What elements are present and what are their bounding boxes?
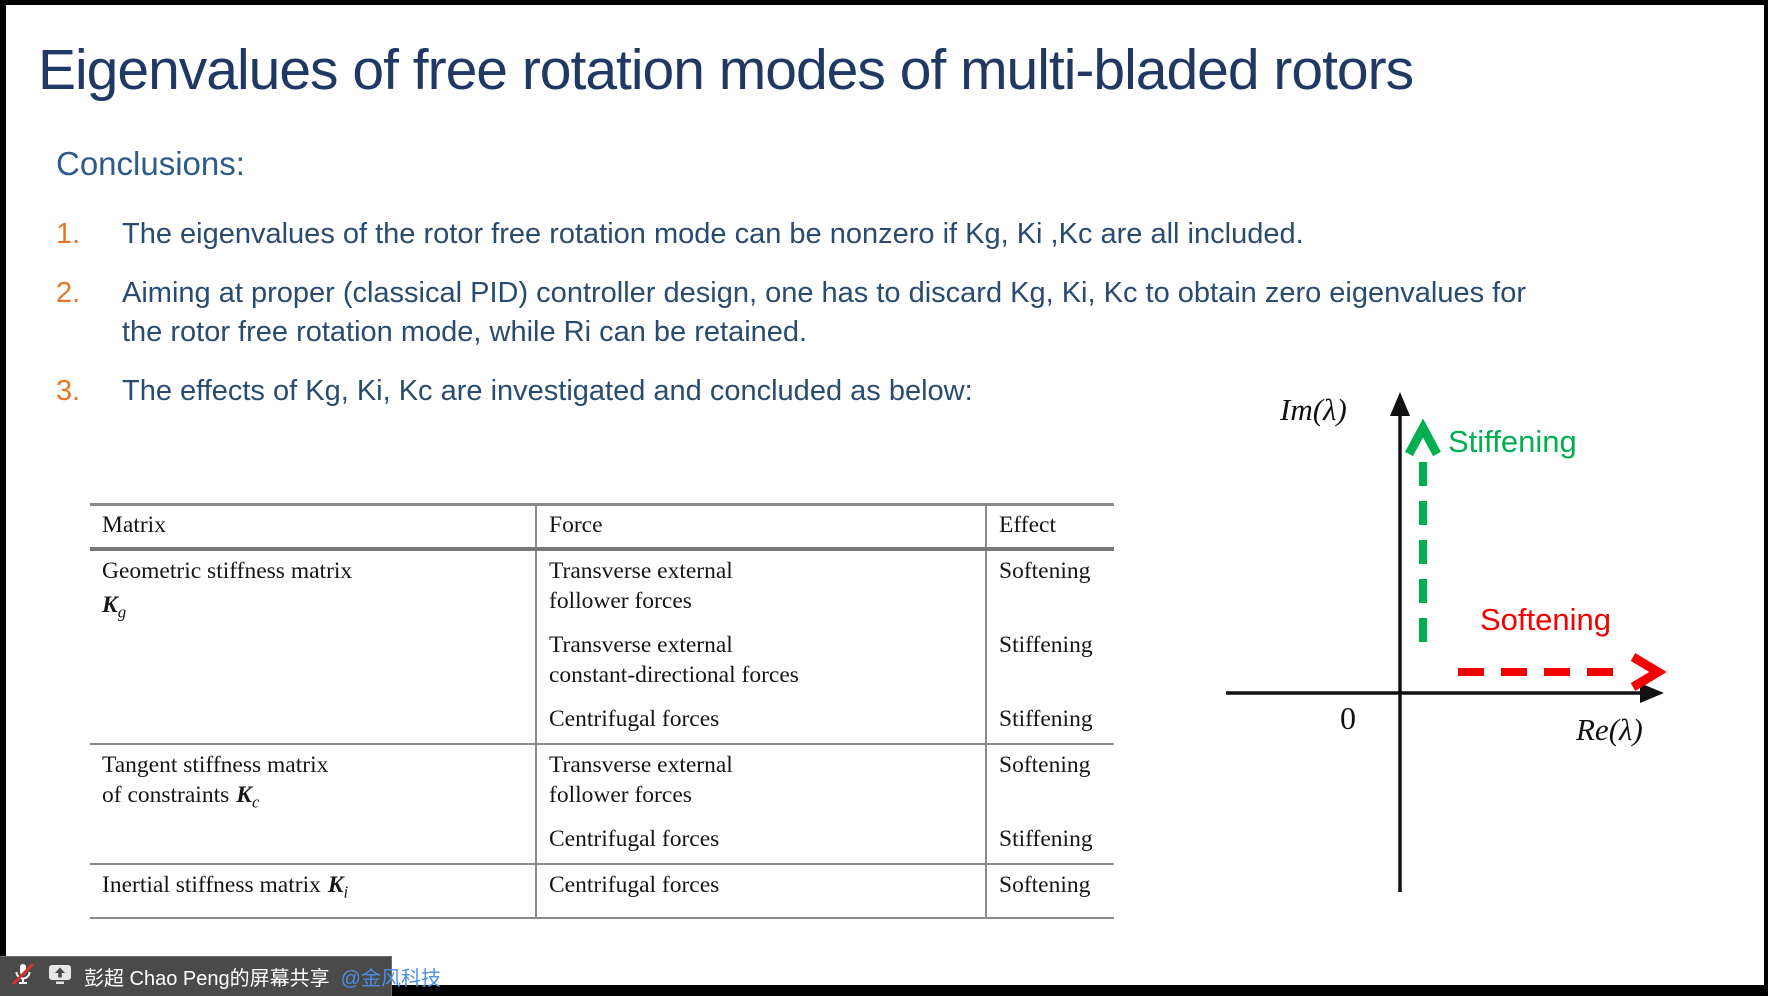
stiffening-arrow [1405, 418, 1441, 642]
effect-cell: Softening [985, 863, 1114, 918]
matrix-symbol: Kg [102, 592, 127, 622]
force-cell: Centrifugal forces [535, 819, 986, 864]
list-item: 2. Aiming at proper (classical PID) cont… [56, 274, 1552, 351]
window-bottom-edge [0, 985, 1768, 996]
force-cell: Transverse external follower forces [535, 548, 986, 625]
effects-table: Matrix Force Effect Geometric stiffness … [90, 503, 1114, 919]
force-cell: Transverse external constant-directional… [535, 625, 986, 699]
screen-share-icon [47, 962, 73, 991]
list-text: The eigenvalues of the rotor free rotati… [122, 218, 1304, 250]
force-cell: Transverse external follower forces [535, 743, 986, 819]
list-item: 1. The eigenvalues of the rotor free rot… [56, 215, 1552, 253]
table-header-row: Matrix Force Effect [90, 504, 1114, 551]
effect-cell: Stiffening [985, 625, 1114, 699]
list-item: 3. The effects of Kg, Ki, Kc are investi… [56, 372, 1552, 410]
matrix-cell: Geometric stiffness matrix Kg [90, 548, 536, 744]
muted-mic-icon [10, 961, 36, 992]
col-header-effect: Effect [985, 504, 1114, 551]
im-axis-label: Im(λ) [1280, 392, 1347, 427]
table-row: Geometric stiffness matrix Kg Transverse… [90, 548, 1114, 744]
force-cell: Centrifugal forces [535, 863, 986, 918]
list-number: 3. [56, 374, 81, 407]
real-axis [1226, 683, 1664, 703]
effect-cell: Softening [985, 743, 1114, 819]
re-axis-label: Re(λ) [1576, 712, 1643, 747]
screen-share-indicator-bar: 彭超 Chao Peng的屏幕共享 @金风科技 [0, 956, 441, 996]
table-row: Transverse external constant-directional… [90, 625, 1114, 699]
presenter-name-label: 彭超 Chao Peng的屏幕共享 [84, 968, 330, 990]
list-number: 1. [56, 218, 81, 250]
page-title: Eigenvalues of free rotation modes of mu… [38, 38, 1414, 102]
list-text: The effects of Kg, Ki, Kc are investigat… [122, 374, 973, 407]
imaginary-axis [1390, 392, 1410, 892]
effect-cell: Stiffening [985, 699, 1114, 744]
col-header-matrix: Matrix [90, 504, 536, 551]
table-row: Centrifugal forces Stiffening [90, 699, 1114, 744]
conclusions-heading: Conclusions: [56, 145, 245, 182]
stiffening-label: Stiffening [1448, 424, 1577, 459]
matrix-name: Tangent stiffness matrix [102, 752, 329, 778]
effect-cell: Softening [985, 548, 1114, 625]
effect-cell: Stiffening [985, 819, 1114, 864]
list-text: Aiming at proper (classical PID) control… [122, 277, 1526, 348]
conclusions-list: 1. The eigenvalues of the rotor free rot… [56, 215, 1552, 431]
matrix-name: Geometric stiffness matrix [102, 558, 353, 584]
slide: Eigenvalues of free rotation modes of mu… [6, 5, 1764, 985]
origin-label: 0 [1340, 700, 1356, 736]
col-header-force: Force [535, 504, 986, 551]
softening-arrow [1458, 653, 1667, 691]
table-row: Centrifugal forces Stiffening [90, 819, 1114, 864]
eigenvalue-plane-diagram: Im(λ) Stiffening Softening 0 Re(λ) [1100, 380, 1750, 910]
softening-label: Softening [1480, 602, 1611, 637]
force-cell: Centrifugal forces [535, 699, 986, 744]
org-link[interactable]: @金风科技 [340, 968, 441, 990]
list-number: 2. [56, 277, 81, 310]
matrix-name: Inertial stiffness matrix [102, 872, 321, 898]
